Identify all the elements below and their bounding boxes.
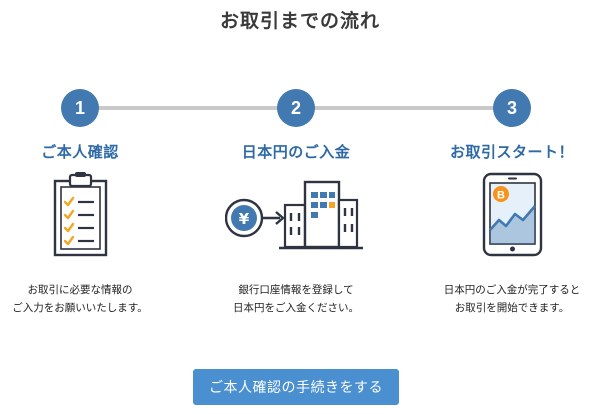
step-2-title: 日本円のご入金 — [241, 143, 351, 161]
step-3-desc-line2: お取引を開始できます。 — [454, 302, 570, 314]
step-3-title: お取引スタート！ — [449, 143, 574, 161]
step-2-desc-line2: 日本円をご入金ください。 — [233, 302, 359, 314]
yen-symbol: ¥ — [239, 210, 250, 228]
step-1-desc-line2: ご入力をお願いいたします。 — [12, 302, 148, 314]
step-3-desc-line1: 日本円のご入金が完了すると — [443, 284, 581, 296]
step-1-title: ご本人確認 — [41, 143, 119, 161]
clipboard-checklist-icon — [10, 172, 150, 262]
bitcoin-symbol: B — [497, 190, 505, 202]
yen-to-building-icon: ¥ — [224, 172, 365, 262]
step-2-desc-line1: 銀行口座情報を登録して — [238, 284, 354, 296]
step-2-number: 2 — [277, 89, 315, 127]
tablet-chart-bitcoin-icon: B — [442, 172, 582, 262]
step-1-desc-line1: お取引に必要な情報の — [27, 284, 133, 296]
page-title: お取引までの流れ — [219, 10, 380, 32]
step-3-number: 3 — [493, 89, 531, 127]
identity-verification-button[interactable]: ご本人確認の手続きをする — [193, 369, 399, 405]
step-1-number: 1 — [61, 89, 99, 127]
step-1-description: お取引に必要な情報の ご入力をお願いいたします。 — [0, 281, 180, 317]
step-3-description: 日本円のご入金が完了すると お取引を開始できます。 — [412, 281, 600, 317]
step-2-description: 銀行口座情報を登録して 日本円をご入金ください。 — [196, 281, 396, 317]
